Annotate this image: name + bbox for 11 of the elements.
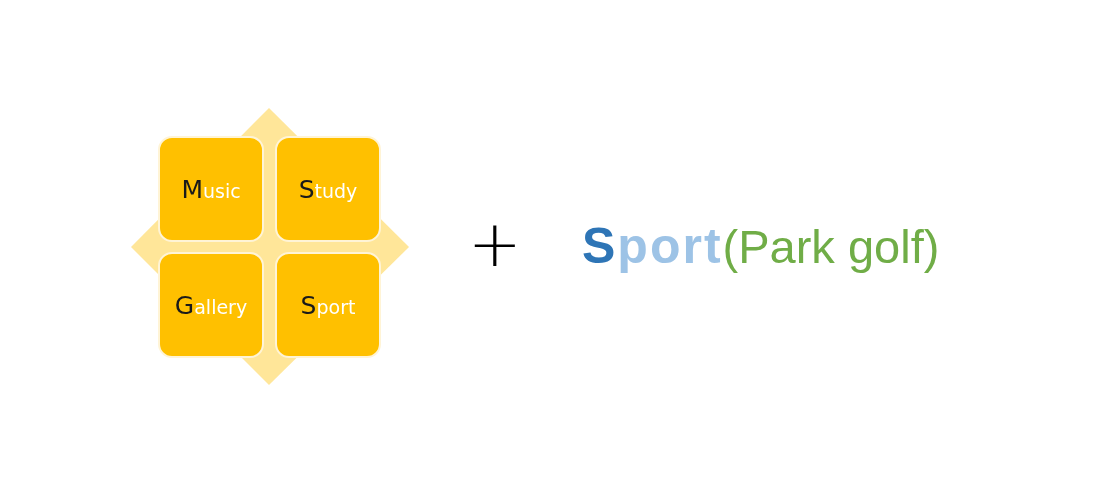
parenthetical-note: (Park golf): [722, 219, 940, 275]
rounded-tile: [275, 252, 381, 358]
rounded-tile: [158, 252, 264, 358]
plus-sign: +: [468, 212, 522, 276]
rounded-tile: [158, 136, 264, 242]
tile-label: Study: [298, 174, 358, 204]
tile-label: Sport: [300, 290, 356, 320]
tile-label: Music: [181, 174, 241, 204]
heading-word: Sport: [582, 217, 723, 276]
tile-label: Gallery: [174, 290, 248, 320]
rounded-tile: [275, 136, 381, 242]
